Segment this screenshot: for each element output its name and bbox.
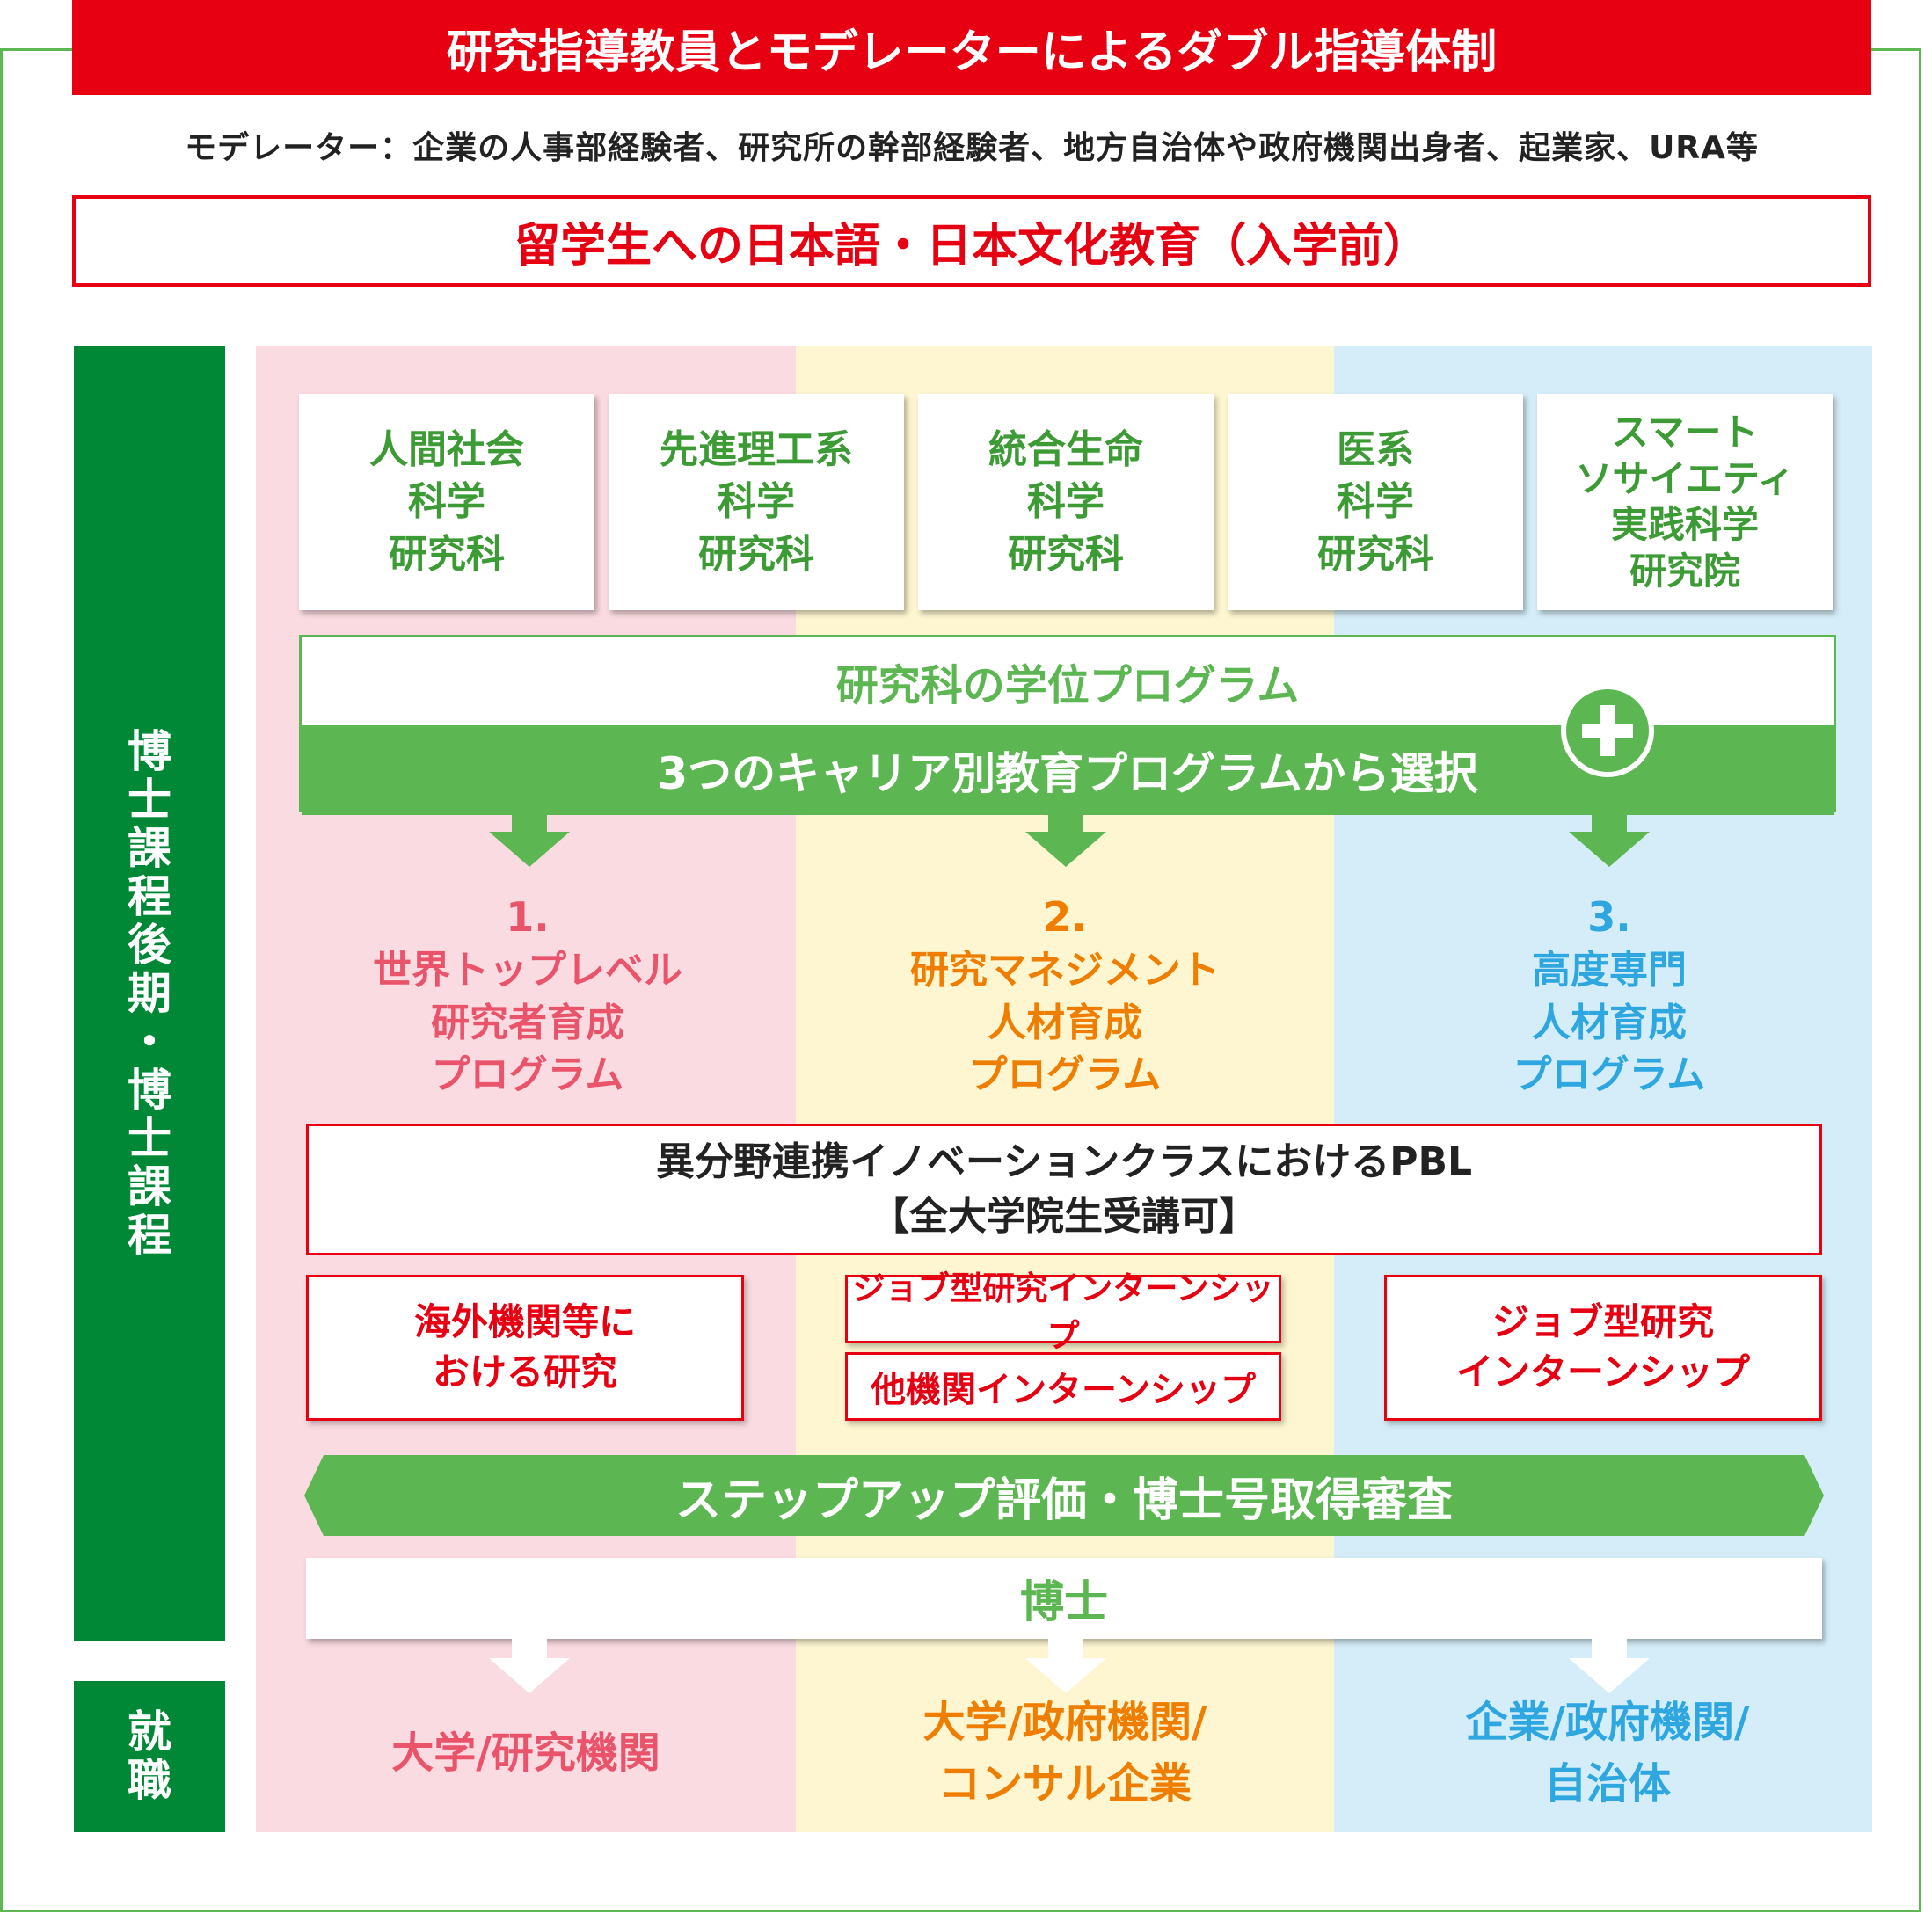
arrow-down-icon: [489, 812, 570, 867]
side-label-employment: 就職: [74, 1681, 225, 1832]
career-management: 大学/政府機関/ コンサル企業: [819, 1688, 1311, 1820]
program-line: プログラム: [968, 1052, 1162, 1098]
career-researcher: 大学/研究機関: [280, 1688, 772, 1820]
vertical-char: ・: [128, 1015, 171, 1067]
frame-top-right: [1871, 48, 1921, 51]
program-professional: 3. 高度専門 人材育成 プログラム: [1372, 888, 1847, 1103]
degree-program-title: 研究科の学位プログラム: [835, 661, 1300, 710]
frame-top-left: [0, 48, 72, 51]
side-label-doctoral: 博士課程後期・博士課程: [74, 346, 225, 1641]
vertical-char: 課: [128, 822, 171, 874]
plus-icon: [1582, 705, 1633, 756]
pbl-line: 異分野連携イノベーションクラスにおけるPBL: [655, 1139, 1473, 1185]
japanese-education-box: 留学生への日本語・日本文化教育（入学前）: [72, 195, 1871, 287]
stepup-banner-shape: [304, 1455, 1824, 1536]
vertical-char: 士: [128, 1112, 171, 1164]
program-number: 3.: [1587, 893, 1631, 942]
activity-line: ジョブ型研究: [1491, 1300, 1714, 1344]
vertical-char: 期: [128, 967, 171, 1019]
vertical-char: 程: [128, 870, 171, 922]
program-line: 人材育成: [988, 1000, 1142, 1045]
arrow-down-icon: [1025, 1639, 1106, 1693]
career-professional: 企業/政府機関/ 自治体: [1361, 1688, 1854, 1820]
program-line: プログラム: [431, 1052, 624, 1098]
career-line: 自治体: [1543, 1759, 1671, 1808]
vertical-char: 士: [128, 774, 171, 826]
vertical-char: 博: [128, 1064, 171, 1116]
program-researcher: 1. 世界トップレベル 研究者育成 プログラム: [290, 888, 765, 1103]
program-line: 研究者育成: [431, 1000, 624, 1045]
activity-line: インターンシップ: [1456, 1350, 1750, 1394]
side-label-doctoral-text: 博士課程後期・博士課程: [128, 725, 171, 1261]
vertical-char: 後: [128, 919, 171, 971]
program-number: 1.: [506, 893, 550, 942]
grad-school-science-engineering: 先進理工系 科学 研究科: [609, 394, 904, 610]
grad-school-smart-society: スマート ソサイエティ 実践科学 研究院: [1537, 394, 1833, 610]
arrow-down-icon: [1569, 1639, 1650, 1693]
program-line: 高度専門: [1532, 948, 1687, 993]
program-line: 研究マネジメント: [910, 948, 1220, 993]
career-line: 企業/政府機関/: [1465, 1698, 1750, 1748]
career-line: 大学/政府機関/: [922, 1698, 1207, 1748]
side-label-employment-text: 就職: [128, 1708, 171, 1805]
program-line: 世界トップレベル: [373, 948, 682, 993]
grad-school-medical: 医系 科学 研究科: [1228, 394, 1523, 610]
plus-circle-icon: [1561, 684, 1654, 777]
arrow-down-icon: [1025, 812, 1106, 867]
activity-line: 海外機関等に: [413, 1300, 636, 1344]
career-line: 大学/研究機関: [391, 1728, 660, 1779]
job-internship-box-professional: ジョブ型研究 インターンシップ: [1384, 1275, 1822, 1421]
job-internship-box: ジョブ型研究インターンシップ: [845, 1270, 1281, 1355]
vertical-char: 就: [128, 1707, 171, 1758]
program-line: 人材育成: [1532, 1000, 1687, 1045]
program-management: 2. 研究マネジメント 人材育成 プログラム: [827, 888, 1302, 1103]
arrow-down-icon: [1569, 812, 1650, 867]
phd-box: 博士: [306, 1558, 1822, 1639]
vertical-char: 課: [128, 1161, 171, 1212]
moderator-note: モデレーター：企業の人事部経験者、研究所の幹部経験者、地方自治体や政府機関出身者…: [185, 130, 1759, 166]
program-line: プログラム: [1513, 1052, 1706, 1098]
outer-frame: [0, 50, 1921, 1912]
overseas-research-box: 海外機関等に おける研究: [306, 1275, 744, 1421]
arrow-down-icon: [489, 1639, 570, 1693]
grad-school-life-science: 統合生命 科学 研究科: [918, 394, 1214, 610]
vertical-char: 程: [128, 1209, 171, 1261]
other-internship-box: 他機関インターンシップ: [845, 1352, 1281, 1421]
title-bar: 研究指導教員とモデレーターによるダブル指導体制: [72, 0, 1871, 95]
vertical-char: 博: [128, 725, 171, 777]
stepup-banner-text: ステップアップ評価・博士号取得審査: [674, 1474, 1453, 1527]
pbl-line: 【全大学院生受講可】: [871, 1194, 1258, 1239]
vertical-char: 職: [128, 1755, 171, 1806]
program-number: 2.: [1043, 893, 1087, 942]
career-line: コンサル企業: [937, 1759, 1192, 1808]
grad-school-humanities: 人間社会 科学 研究科: [299, 394, 594, 610]
pbl-box: 異分野連携イノベーションクラスにおけるPBL 【全大学院生受講可】: [306, 1124, 1822, 1255]
activity-line: おける研究: [432, 1350, 617, 1394]
